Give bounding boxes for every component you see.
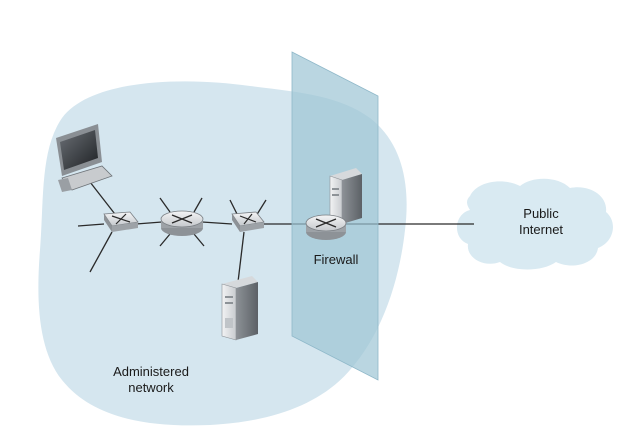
firewall-label: Firewall (313, 252, 359, 267)
switch-left-icon (103, 211, 139, 232)
link-switch-down-stub (89, 231, 113, 273)
link-switch-router (135, 221, 163, 225)
link-switch2-server (237, 231, 245, 283)
link-switch-left-stub (77, 223, 105, 227)
router-icon (160, 210, 204, 236)
workstation-icon (56, 124, 113, 192)
administered-label-line1: Administered (113, 364, 189, 379)
firewall-server-icon (329, 168, 362, 225)
link-router-switch2 (201, 221, 233, 225)
public-internet-cloud (456, 178, 613, 270)
link-laptop-switch (89, 181, 119, 219)
internal-server-icon (221, 276, 258, 341)
administered-network-label: Administered network (86, 364, 216, 396)
public-label-line2: Internet (518, 222, 564, 237)
public-label-line1: Public (523, 206, 559, 221)
public-internet-label: Public Internet (486, 206, 596, 238)
administered-label-line2: network (128, 380, 174, 395)
switch-right-icon (231, 211, 265, 232)
firewall-router-icon (305, 214, 347, 240)
